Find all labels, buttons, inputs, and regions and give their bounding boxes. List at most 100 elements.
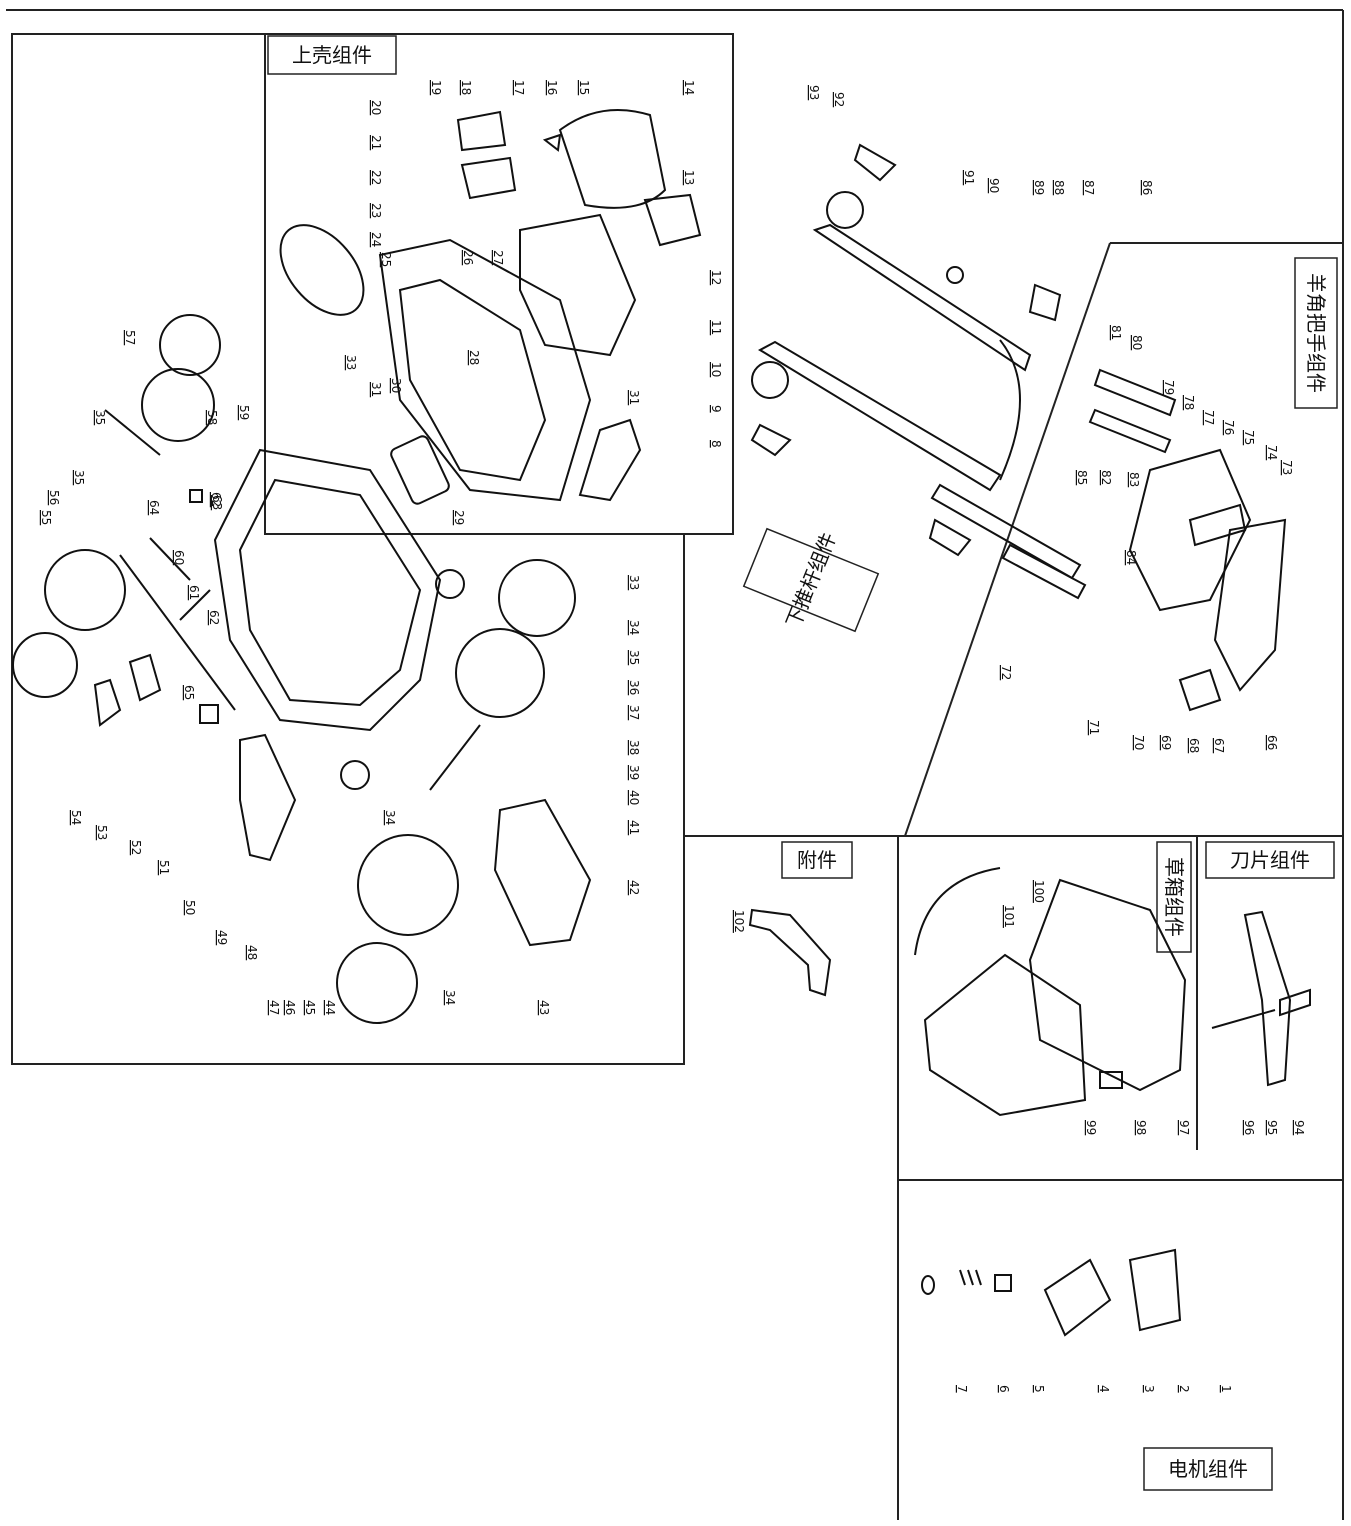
callout-body-33: 33 — [627, 575, 641, 590]
upper-shell-box — [264, 33, 734, 535]
callout-body-60: 60 — [172, 550, 186, 565]
battery-cover — [558, 109, 667, 209]
lever-top — [853, 143, 897, 182]
callout-push-88: 88 — [1052, 180, 1066, 195]
callout-grass-100: 100 — [1032, 880, 1046, 903]
upper-shell — [378, 238, 592, 502]
callout-horn-83: 83 — [1127, 472, 1141, 487]
switch-trigger — [1188, 503, 1247, 547]
callout-horn-81: 81 — [1109, 325, 1123, 340]
mower-body-parts — [12, 314, 592, 1024]
blade-label-box — [1205, 841, 1335, 879]
callout-horn-79: 79 — [1162, 380, 1176, 395]
callout-body-62: 62 — [209, 492, 223, 507]
rod-bracket — [179, 589, 211, 621]
motor-label-box — [1143, 1447, 1273, 1491]
callout-upper-29: 29 — [452, 510, 466, 525]
upper-shell-label: 上壳组件 — [292, 43, 372, 67]
grass-box-label: 草箱组件 — [1162, 857, 1186, 937]
callout-upper-19: 19 — [429, 80, 443, 95]
latch-part — [643, 193, 702, 247]
callout-body-42: 42 — [627, 880, 641, 895]
handle-bar-top — [1093, 368, 1177, 417]
callout-body-51: 51 — [157, 860, 171, 875]
callout-upper-9: 9 — [709, 405, 723, 413]
callout-push-91: 91 — [962, 170, 976, 185]
front-wheel-top — [455, 628, 545, 718]
knob-top — [826, 191, 864, 229]
callout-motor-5: 5 — [1032, 1385, 1046, 1393]
lever-left — [750, 423, 792, 457]
rear-flap — [493, 798, 592, 947]
callout-upper-20: 20 — [369, 100, 383, 115]
callout-push-89: 89 — [1032, 180, 1046, 195]
handle-tube-top — [812, 223, 1032, 372]
callout-body-65: 65 — [182, 685, 196, 700]
blade-parts — [1211, 910, 1311, 1087]
lower-rod-lower — [1001, 543, 1087, 600]
blade — [1243, 910, 1292, 1087]
front-wheel-bottom — [357, 834, 459, 936]
callout-horn-75: 75 — [1242, 430, 1256, 445]
motor-label: 电机组件 — [1168, 1457, 1248, 1481]
callout-horn-76: 76 — [1222, 420, 1236, 435]
handle-bend — [999, 339, 1021, 481]
motor-clip — [994, 1274, 1012, 1292]
callout-motor-1: 1 — [1219, 1385, 1233, 1393]
callout-horn-80: 80 — [1130, 335, 1144, 350]
callout-horn-73: 73 — [1280, 460, 1294, 475]
callout-body-54: 54 — [69, 810, 83, 825]
callout-horn-66: 66 — [1265, 735, 1279, 750]
callout-horn-68: 68 — [1187, 738, 1201, 753]
callout-body-55: 55 — [39, 510, 53, 525]
callout-body-41: 41 — [627, 820, 641, 835]
callout-horn-69: 69 — [1159, 735, 1173, 750]
grip-plate — [390, 435, 450, 505]
callout-blade-96: 96 — [1242, 1120, 1256, 1135]
front-wheel-cap-top — [498, 559, 576, 637]
battery-compartment — [519, 213, 637, 357]
callout-body-47: 47 — [267, 1000, 281, 1015]
horn-handle-body — [1128, 448, 1252, 612]
callout-push-87: 87 — [1082, 180, 1096, 195]
callout-body-35: 35 — [72, 470, 86, 485]
callout-body-44: 44 — [323, 1000, 337, 1015]
callout-horn-77: 77 — [1202, 410, 1216, 425]
height-knob — [435, 569, 465, 599]
callout-upper-13: 13 — [682, 170, 696, 185]
axle-bracket-mid — [128, 653, 162, 702]
callout-grass-98: 98 — [1134, 1120, 1148, 1135]
deck-inner — [238, 478, 422, 707]
grass-box-clip — [1099, 1071, 1123, 1089]
callout-upper-31: 31 — [369, 382, 383, 397]
callout-push-93: 93 — [807, 85, 821, 100]
callout-body-63: 63 — [210, 495, 224, 510]
motor-parts — [921, 1248, 1182, 1337]
callout-push-92: 92 — [832, 92, 846, 107]
grass-bag — [923, 953, 1087, 1117]
callout-upper-23: 23 — [369, 203, 383, 218]
callout-body-37: 37 — [627, 705, 641, 720]
callout-motor-7: 7 — [955, 1385, 969, 1393]
callout-motor-4: 4 — [1097, 1385, 1111, 1393]
callout-body-38: 38 — [627, 740, 641, 755]
horn-handle-parts — [1088, 368, 1287, 712]
blade-bolt — [1211, 1009, 1276, 1029]
callout-horn-74: 74 — [1265, 445, 1279, 460]
callout-body-35: 35 — [93, 410, 107, 425]
lever-bottom — [928, 518, 972, 557]
callout-body-57: 57 — [123, 330, 137, 345]
blade-holder — [1279, 988, 1311, 1017]
motor-nut — [921, 1275, 935, 1295]
callout-upper-15: 15 — [577, 80, 591, 95]
horn-handle-grip — [1213, 518, 1287, 692]
blade-label: 刀片组件 — [1230, 848, 1310, 872]
callout-body-56: 56 — [47, 490, 61, 505]
push-rod-boundary — [904, 242, 1111, 837]
callout-body-62: 62 — [207, 610, 221, 625]
callout-upper-16: 16 — [545, 80, 559, 95]
callout-horn-84: 84 — [1124, 550, 1138, 565]
callout-push-90: 90 — [987, 178, 1001, 193]
knob-left — [751, 361, 789, 399]
callout-upper-33: 33 — [344, 355, 358, 370]
